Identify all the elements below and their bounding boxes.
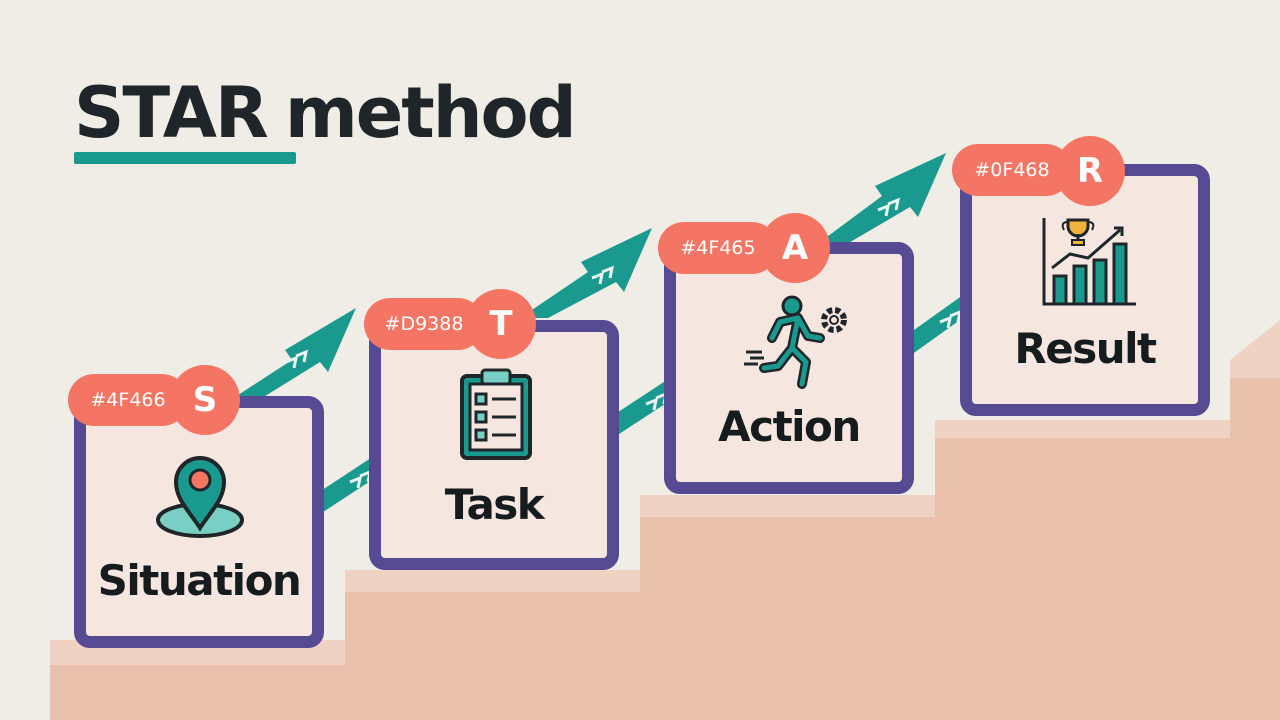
- title-underline: [74, 152, 296, 164]
- arrow-3: [812, 153, 946, 248]
- step-code-badge-task: #D9388: [364, 298, 484, 350]
- step-card-action: Action: [664, 242, 914, 494]
- arrow-1: [218, 308, 356, 408]
- step-label-situation: Situation: [97, 556, 302, 605]
- arrow-link-1: [310, 452, 384, 518]
- step-letter-badge-r: R: [1055, 136, 1125, 206]
- step-letter-badge-t: T: [466, 289, 536, 359]
- step-code-badge-situation: #4F466: [68, 374, 188, 426]
- step-label-action: Action: [718, 402, 861, 451]
- step-card-task: Task: [369, 320, 619, 570]
- step-label-result: Result: [1014, 324, 1157, 373]
- arrow-chevrons: [285, 197, 963, 489]
- stairs-dark: [50, 378, 1280, 720]
- step-card-result: Result: [960, 164, 1210, 416]
- clipboard-checklist-icon: [460, 368, 532, 460]
- trophy-chart-icon: [1042, 218, 1136, 306]
- step-code-badge-action: #4F465: [658, 222, 778, 274]
- title-word-method: method: [284, 72, 577, 154]
- step-letter-badge-a: A: [760, 213, 830, 283]
- arrow-link-3: [900, 290, 974, 360]
- arrow-2: [520, 228, 652, 318]
- step-letter-badge-s: S: [170, 365, 240, 435]
- map-pin-icon: [156, 456, 244, 538]
- arrow-link-2: [606, 374, 680, 440]
- running-person-gear-icon: [744, 295, 847, 389]
- progress-arrows: [218, 153, 974, 518]
- step-label-task: Task: [444, 480, 545, 529]
- title-word-star: STAR: [74, 72, 269, 154]
- step-code-badge-result: #0F468: [952, 144, 1072, 196]
